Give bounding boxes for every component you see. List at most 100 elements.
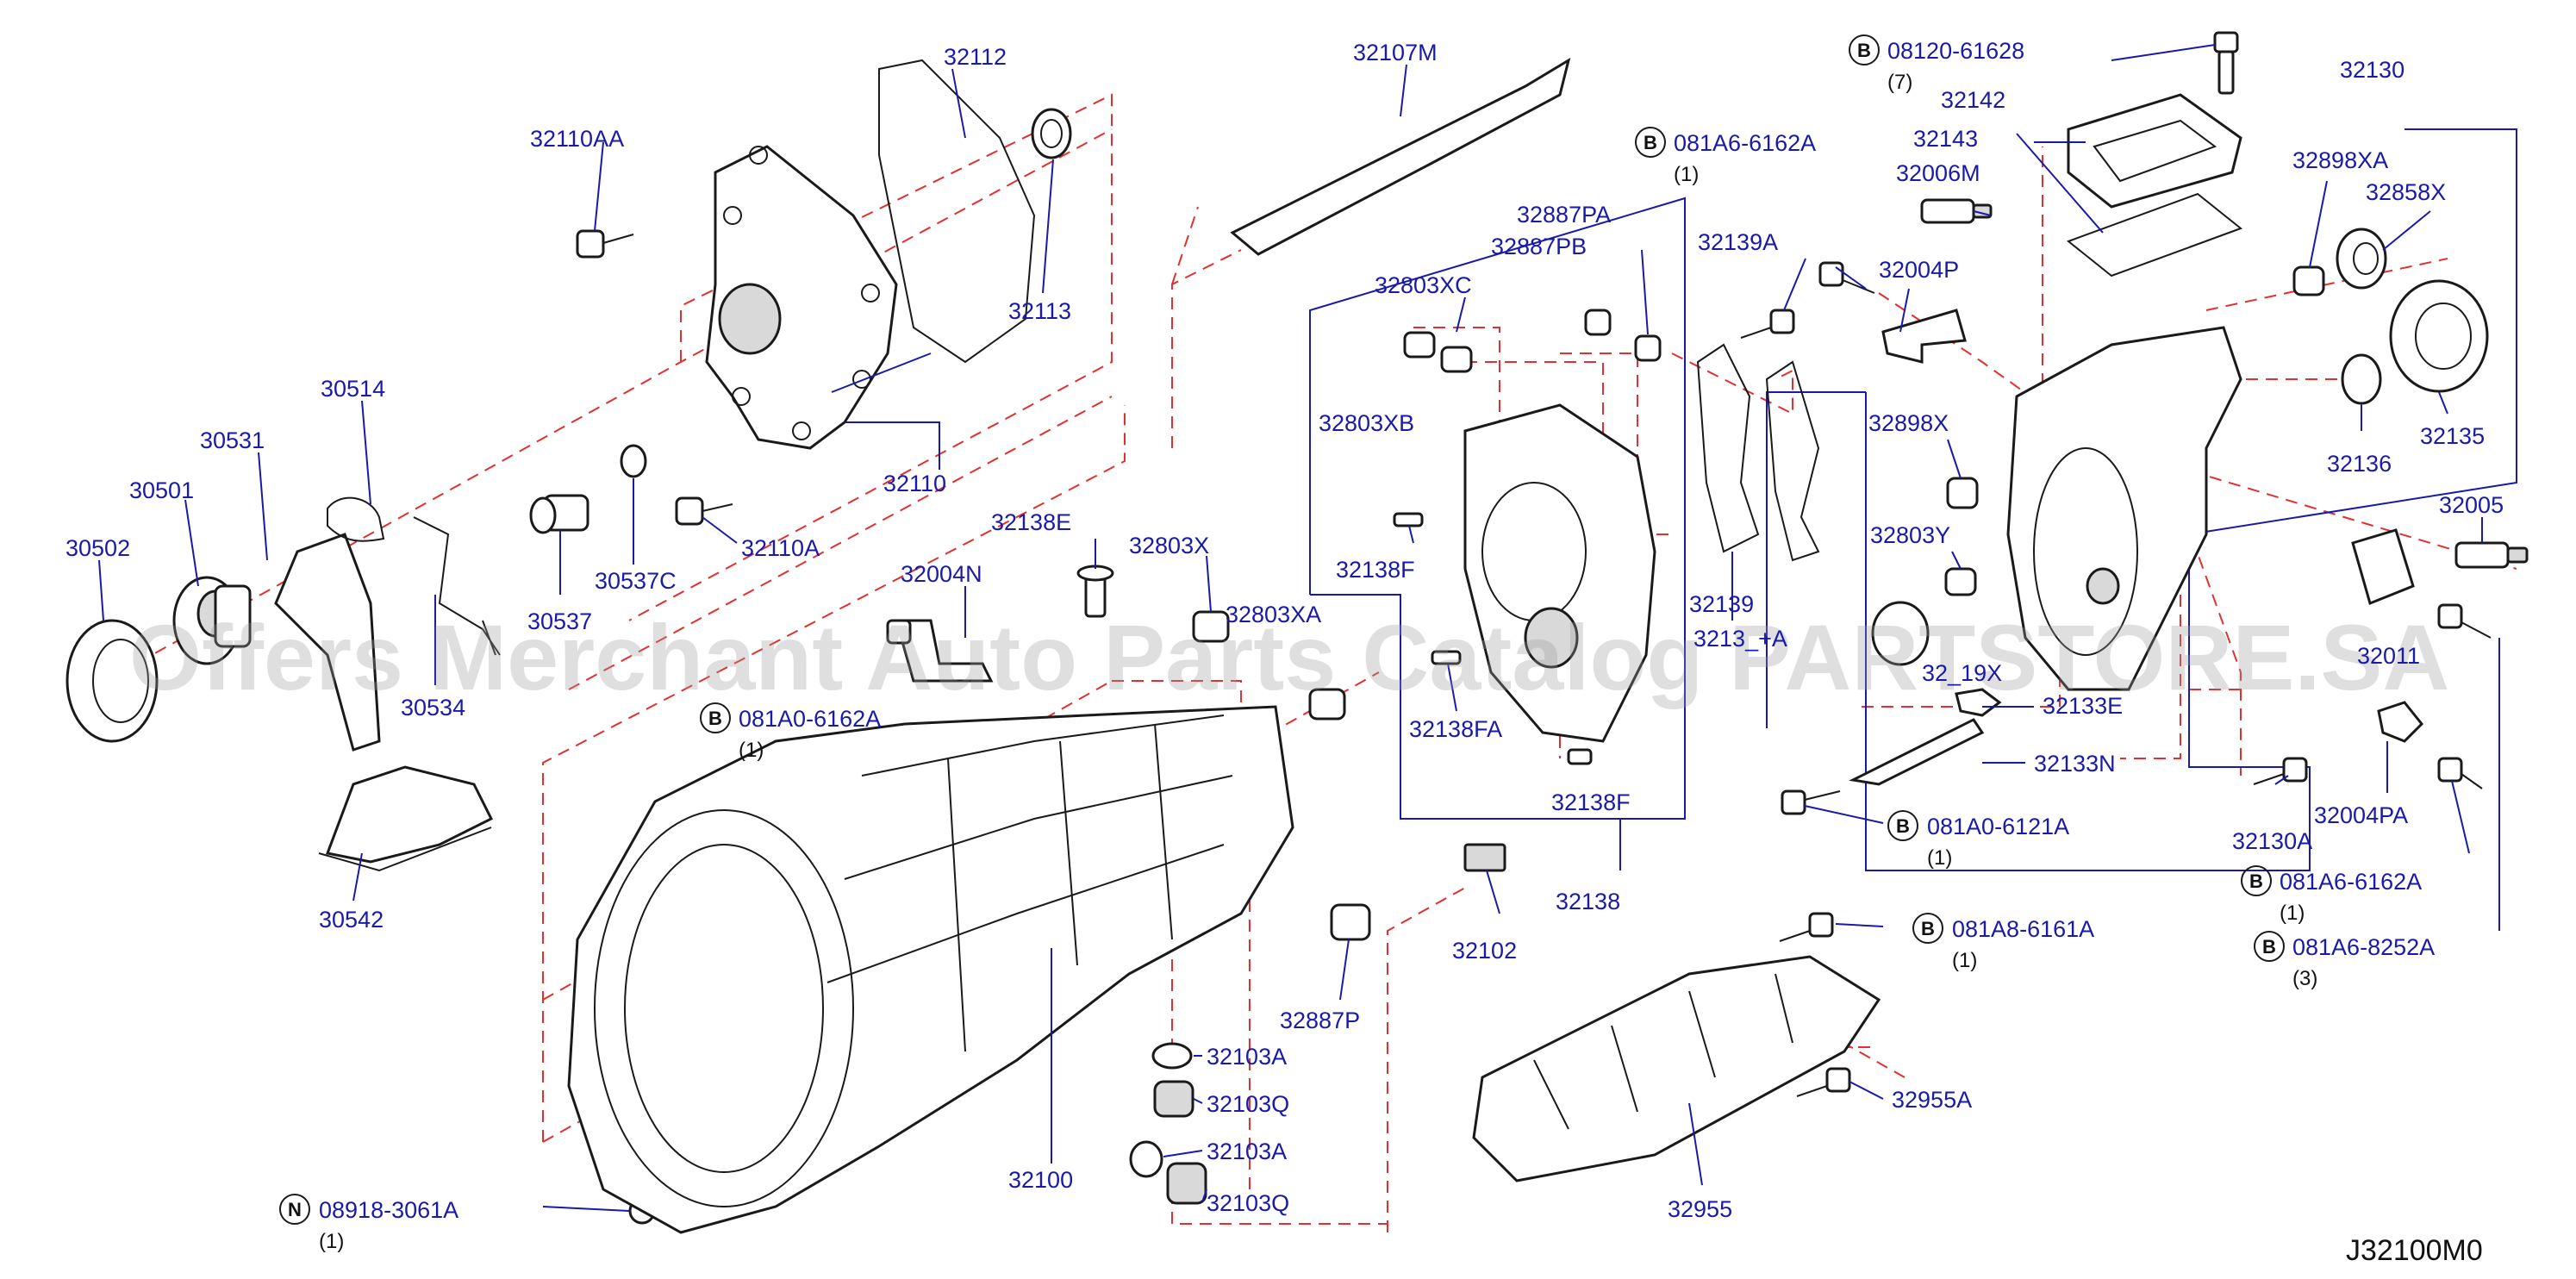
svg-text:N: N <box>288 1199 302 1220</box>
label-32135[interactable]: 32135 <box>2420 423 2485 449</box>
label-32133N[interactable]: 32133N <box>2034 751 2116 777</box>
label-32103A-lower[interactable]: 32103A <box>1207 1139 1287 1164</box>
label-32004N[interactable]: 32004N <box>901 561 982 587</box>
label-32006M[interactable]: 32006M <box>1896 160 1980 186</box>
label-32133E[interactable]: 32133E <box>2043 693 2123 719</box>
guard-32955 <box>1472 955 1881 1182</box>
gasket-32139A <box>1765 360 1820 562</box>
label-32142[interactable]: 32142 <box>1941 87 2005 113</box>
label-32004PA[interactable]: 32004PA <box>2314 802 2408 828</box>
seal-32858X <box>2336 228 2387 290</box>
callout-081A0-6121A[interactable]: B 081A0-6121A (1) <box>1887 810 2069 870</box>
svg-text:081A8-6161A: 081A8-6161A <box>1952 916 2094 942</box>
label-32103Q-lower[interactable]: 32103Q <box>1207 1190 1289 1216</box>
svg-text:B: B <box>1896 815 1910 837</box>
label-30501[interactable]: 30501 <box>129 477 194 503</box>
label-32803X[interactable]: 32803X <box>1129 533 1209 558</box>
washer-30537C <box>620 444 647 478</box>
callout-081A8-6161A[interactable]: B 081A8-6161A (1) <box>1912 913 2094 972</box>
label-32138E[interactable]: 32138E <box>991 509 1071 535</box>
group-frames <box>826 128 2517 871</box>
label-32887P[interactable]: 32887P <box>1280 1008 1360 1033</box>
callout-08918-3061A[interactable]: N 08918-3061A (1) <box>279 1194 458 1253</box>
bolt-081A0-6162A <box>886 619 912 645</box>
label-32898X[interactable]: 32898X <box>1868 410 1949 436</box>
label-32887PA[interactable]: 32887PA <box>1517 202 1611 228</box>
oil-seal-30502 <box>65 619 159 743</box>
label-30502[interactable]: 30502 <box>65 535 130 561</box>
label-32803Y[interactable]: 32803Y <box>1870 522 1950 548</box>
label-32136[interactable]: 32136 <box>2327 451 2392 477</box>
label-32138[interactable]: 32138 <box>1556 889 1620 914</box>
label-32803XB[interactable]: 32803XB <box>1319 410 1414 436</box>
bolt-081A6-6162A-top <box>1818 261 1875 294</box>
bolt-32139A <box>1740 309 1795 339</box>
label-32138F-lower[interactable]: 32138F <box>1551 789 1631 815</box>
label-32130A[interactable]: 32130A <box>2232 828 2312 854</box>
bushing-32898X <box>1946 477 1979 509</box>
label-32803XC[interactable]: 32803XC <box>1375 272 1472 298</box>
label-32139-partial[interactable]: 3213_+A <box>1693 626 1787 652</box>
callout-081A6-6162A-right[interactable]: B 081A6-6162A (1) <box>2241 865 2422 925</box>
svg-text:081A6-6162A: 081A6-6162A <box>2280 869 2422 895</box>
label-32113[interactable]: 32113 <box>1008 298 1071 324</box>
dowel-32803XB <box>1440 346 1473 373</box>
label-32887PB[interactable]: 32887PB <box>1491 234 1587 259</box>
dowel-32803Y <box>1944 567 1977 596</box>
svg-text:B: B <box>1644 132 1657 153</box>
label-32819X-partial[interactable]: 32_19X <box>1922 660 2002 686</box>
callout-081A0-6162A[interactable]: B 081A0-6162A (1) <box>700 702 881 762</box>
label-32103A-upper[interactable]: 32103A <box>1207 1044 1287 1070</box>
label-32100[interactable]: 32100 <box>1008 1167 1073 1193</box>
plug-32103Q-upper <box>1153 1080 1194 1118</box>
label-32139[interactable]: 32139 <box>1689 591 1754 617</box>
label-32110[interactable]: 32110 <box>883 471 946 496</box>
label-30542[interactable]: 30542 <box>319 907 384 933</box>
label-32004P[interactable]: 32004P <box>1879 257 1959 283</box>
diagram-code: J32100M0 <box>2346 1234 2483 1267</box>
label-32107M[interactable]: 32107M <box>1353 40 1438 66</box>
bushing-32887PB <box>1584 309 1612 336</box>
svg-text:(1): (1) <box>319 1230 344 1253</box>
label-32005[interactable]: 32005 <box>2439 492 2504 518</box>
label-32143[interactable]: 32143 <box>1913 126 1978 152</box>
label-32103Q-upper[interactable]: 32103Q <box>1207 1091 1289 1117</box>
label-30514[interactable]: 30514 <box>321 376 385 402</box>
callouts: B 081A0-6162A (1) B 081A6-6162A (1) B 08… <box>279 34 2435 1253</box>
callout-081A6-8252A[interactable]: B 081A6-8252A (3) <box>2254 931 2435 990</box>
svg-text:(1): (1) <box>2280 902 2305 925</box>
dowel-32803X <box>1308 688 1346 721</box>
bracket-32133N <box>1849 718 1985 786</box>
label-32138F-upper[interactable]: 32138F <box>1336 557 1415 583</box>
label-32138FA[interactable]: 32138FA <box>1409 716 1502 742</box>
label-30534[interactable]: 30534 <box>401 695 465 721</box>
bolt-32110AA <box>576 229 634 259</box>
spring-30534 <box>413 516 501 656</box>
label-30531[interactable]: 30531 <box>200 427 265 453</box>
label-32011-partial[interactable]: 32011 <box>2357 643 2420 669</box>
svg-text:081A6-6162A: 081A6-6162A <box>1674 130 1816 156</box>
callout-081A6-6162A-top[interactable]: B 081A6-6162A (1) <box>1635 127 1816 186</box>
label-32102[interactable]: 32102 <box>1452 938 1517 964</box>
label-32130[interactable]: 32130 <box>2340 57 2404 83</box>
bolt-081A0-6121A <box>1781 789 1841 815</box>
leader-lines <box>98 44 2500 1212</box>
label-30537[interactable]: 30537 <box>527 608 592 634</box>
label-32955[interactable]: 32955 <box>1668 1196 1732 1222</box>
bracket-32011 <box>2351 528 2415 606</box>
label-32803XA[interactable]: 32803XA <box>1226 602 1321 627</box>
bolt-081A8-6161A <box>1779 912 1834 942</box>
bolt-32130A <box>2253 757 2308 785</box>
label-32139A[interactable]: 32139A <box>1698 229 1778 255</box>
svg-text:B: B <box>1857 40 1871 61</box>
label-32110A[interactable]: 32110A <box>741 535 820 561</box>
label-32955A[interactable]: 32955A <box>1892 1087 1972 1113</box>
svg-text:B: B <box>708 708 722 729</box>
label-30537C[interactable]: 30537C <box>595 568 677 594</box>
label-32112[interactable]: 32112 <box>944 44 1007 70</box>
svg-text:B: B <box>1921 918 1935 939</box>
label-32858X[interactable]: 32858X <box>2366 179 2446 205</box>
label-32898XA[interactable]: 32898XA <box>2292 147 2388 173</box>
label-32110AA[interactable]: 32110AA <box>530 126 624 152</box>
callout-08120-61628[interactable]: B 08120-61628 (7) <box>1849 34 2024 94</box>
